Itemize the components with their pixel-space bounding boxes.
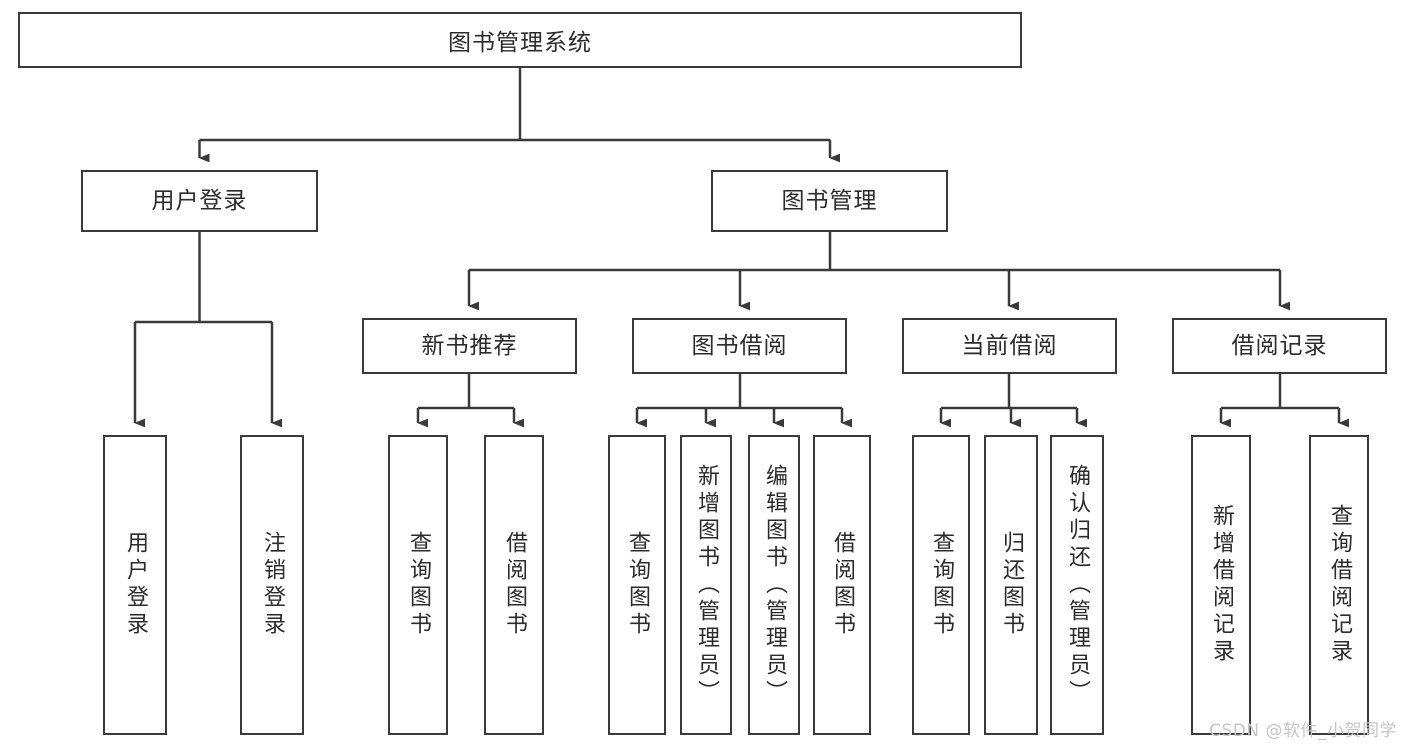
node-label: 确认归还（管理员） (1065, 463, 1090, 707)
node-label: 归还图书 (999, 531, 1024, 639)
node-label: 借阅图书 (830, 531, 855, 639)
node-new-book-recommend[interactable]: 新书推荐 (362, 318, 577, 374)
node-label: 用户登录 (151, 187, 248, 214)
node-bb-borrow-book[interactable]: 借阅图书 (813, 435, 871, 735)
node-book-borrow[interactable]: 图书借阅 (632, 318, 847, 374)
node-label: 图书借阅 (691, 332, 788, 359)
node-label: 当前借阅 (961, 332, 1058, 359)
node-cb-return-book[interactable]: 归还图书 (984, 435, 1038, 735)
node-label: 查询借阅记录 (1327, 504, 1352, 666)
node-root-system[interactable]: 图书管理系统 (18, 12, 1022, 68)
node-current-borrow[interactable]: 当前借阅 (902, 318, 1117, 374)
node-nbr-borrow-book[interactable]: 借阅图书 (484, 435, 544, 735)
node-label: 借阅记录 (1231, 332, 1328, 359)
node-label: 图书管理系统 (448, 30, 592, 56)
node-label: 新增图书（管理员） (694, 463, 719, 707)
node-book-manage[interactable]: 图书管理 (711, 170, 948, 232)
node-bb-edit-book[interactable]: 编辑图书（管理员） (748, 435, 800, 735)
node-user-login[interactable]: 用户登录 (81, 170, 318, 232)
node-label: 注销登录 (260, 531, 285, 639)
node-label: 用户登录 (123, 531, 148, 639)
node-nbr-query-book[interactable]: 查询图书 (388, 435, 448, 735)
node-borrow-records[interactable]: 借阅记录 (1172, 318, 1387, 374)
node-label: 新书推荐 (421, 332, 518, 359)
node-label: 图书管理 (781, 187, 878, 214)
node-cb-confirm-return[interactable]: 确认归还（管理员） (1050, 435, 1104, 735)
node-label: 查询图书 (625, 531, 650, 639)
node-bb-query-book[interactable]: 查询图书 (608, 435, 666, 735)
node-br-add-record[interactable]: 新增借阅记录 (1191, 435, 1251, 735)
node-label: 编辑图书（管理员） (762, 463, 787, 707)
node-br-query-record[interactable]: 查询借阅记录 (1309, 435, 1369, 735)
node-user-logout-action[interactable]: 注销登录 (240, 435, 304, 735)
node-user-login-action[interactable]: 用户登录 (103, 435, 167, 735)
node-label: 查询图书 (929, 531, 954, 639)
node-bb-add-book[interactable]: 新增图书（管理员） (680, 435, 732, 735)
node-label: 新增借阅记录 (1209, 504, 1234, 666)
node-label: 借阅图书 (502, 531, 527, 639)
node-label: 查询图书 (406, 531, 431, 639)
node-cb-query-book[interactable]: 查询图书 (912, 435, 970, 735)
